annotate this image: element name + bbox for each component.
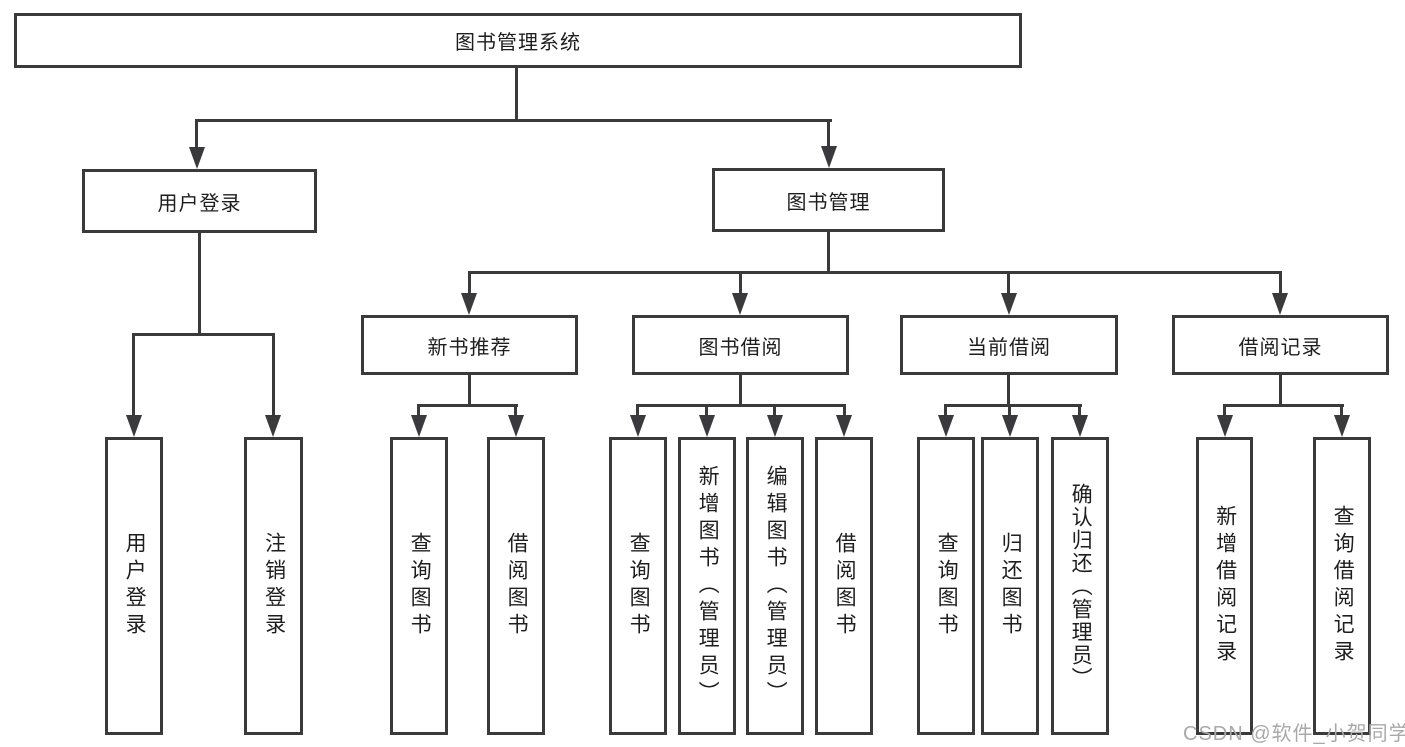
connector-shaft bbox=[843, 404, 846, 417]
leaf-label: 归还图书 bbox=[999, 532, 1023, 640]
leaf-edit-book-admin: 编辑图书（管理员） bbox=[746, 437, 804, 735]
connector-stub bbox=[1279, 374, 1282, 407]
arrow-down-icon bbox=[732, 293, 748, 315]
leaf-query-books: 查询图书 bbox=[609, 437, 667, 735]
node-book-borrowing: 图书借阅 bbox=[632, 315, 849, 375]
connector-shaft bbox=[1279, 271, 1282, 295]
connector-shaft bbox=[1007, 271, 1010, 295]
connector-shaft bbox=[944, 404, 947, 417]
arrow-down-icon bbox=[1002, 415, 1018, 437]
arrow-down-icon bbox=[630, 415, 646, 437]
arrow-down-icon bbox=[821, 146, 837, 168]
leaf-query-books-recommend: 查询图书 bbox=[390, 437, 448, 735]
leaf-label: 新增图书（管理员） bbox=[696, 464, 720, 708]
arrow-down-icon bbox=[1334, 415, 1350, 437]
csdn-watermark: CSDN @软件_小贺同学 bbox=[1183, 723, 1405, 745]
connector-shaft bbox=[705, 404, 708, 417]
arrow-down-icon bbox=[1072, 415, 1088, 437]
arrow-down-icon bbox=[411, 415, 427, 437]
node-label: 借阅记录 bbox=[1238, 336, 1323, 359]
connector-shaft bbox=[195, 119, 198, 149]
connector-stub bbox=[468, 374, 471, 407]
leaf-borrow-books-recommend: 借阅图书 bbox=[487, 437, 545, 735]
arrow-down-icon bbox=[938, 415, 954, 437]
connector-shaft bbox=[827, 119, 830, 148]
connector-stub bbox=[739, 374, 742, 407]
connector-shaft bbox=[468, 271, 471, 295]
arrow-down-icon bbox=[767, 415, 783, 437]
leaf-label: 确认归还（管理员） bbox=[1069, 482, 1093, 690]
connector-rail bbox=[417, 404, 518, 407]
connector-rail bbox=[1223, 404, 1344, 407]
leaf-label: 新增借阅记录 bbox=[1213, 505, 1237, 667]
node-label: 新书推荐 bbox=[427, 336, 512, 359]
node-label: 用户登录 bbox=[157, 192, 242, 215]
leaf-borrow-books: 借阅图书 bbox=[815, 437, 873, 735]
leaf-label: 借阅图书 bbox=[833, 532, 857, 640]
leaf-query-books-current: 查询图书 bbox=[917, 437, 975, 735]
node-borrow-records: 借阅记录 bbox=[1172, 315, 1389, 375]
connector-userlogin-rail bbox=[132, 333, 275, 336]
node-user-login: 用户登录 bbox=[82, 169, 317, 233]
leaf-label: 编辑图书（管理员） bbox=[764, 464, 788, 708]
leaf-add-book-admin: 新增图书（管理员） bbox=[678, 437, 736, 735]
arrow-down-icon bbox=[189, 147, 205, 169]
leaf-logout: 注销登录 bbox=[244, 437, 303, 735]
arrow-down-icon bbox=[1272, 293, 1288, 315]
node-current-borrowing: 当前借阅 bbox=[900, 315, 1118, 375]
leaf-add-borrow-record: 新增借阅记录 bbox=[1196, 437, 1253, 735]
connector-root-stub bbox=[515, 66, 518, 121]
arrow-down-icon bbox=[1217, 415, 1233, 437]
connector-shaft bbox=[773, 404, 776, 417]
connector-stub bbox=[1007, 374, 1010, 407]
node-library-system: 图书管理系统 bbox=[14, 13, 1022, 68]
leaf-label: 查询图书 bbox=[408, 532, 432, 640]
connector-shaft bbox=[1340, 404, 1343, 417]
connector-shaft bbox=[636, 404, 639, 417]
connector-shaft bbox=[514, 404, 517, 417]
connector-shaft bbox=[1008, 404, 1011, 417]
node-new-book-recommend: 新书推荐 bbox=[361, 315, 578, 375]
node-label: 图书借阅 bbox=[698, 336, 783, 359]
arrow-down-icon bbox=[461, 293, 477, 315]
connector-bookmgmt-stub bbox=[827, 232, 830, 274]
connector-shaft bbox=[739, 271, 742, 295]
connector-level3-rail bbox=[468, 271, 1282, 274]
arrow-down-icon bbox=[265, 415, 281, 437]
arrow-down-icon bbox=[1001, 293, 1017, 315]
leaf-label: 注销登录 bbox=[262, 532, 286, 640]
leaf-return-book: 归还图书 bbox=[981, 437, 1039, 735]
node-book-management: 图书管理 bbox=[712, 168, 945, 232]
connector-shaft bbox=[1078, 404, 1081, 417]
arrow-down-icon bbox=[836, 415, 852, 437]
connector-userlogin-stub bbox=[198, 233, 201, 336]
connector-shaft bbox=[272, 333, 275, 417]
arrow-down-icon bbox=[508, 415, 524, 437]
node-label: 图书管理系统 bbox=[455, 32, 581, 54]
connector-shaft bbox=[417, 404, 420, 417]
connector-level2-rail bbox=[196, 119, 832, 122]
connector-shaft bbox=[1223, 404, 1226, 417]
arrow-down-icon bbox=[126, 415, 142, 437]
leaf-label: 查询图书 bbox=[935, 532, 959, 640]
leaf-label: 用户登录 bbox=[123, 532, 147, 640]
leaf-label: 查询借阅记录 bbox=[1331, 505, 1355, 667]
arrow-down-icon bbox=[699, 415, 715, 437]
connector-rail bbox=[944, 404, 1082, 407]
leaf-user-login: 用户登录 bbox=[105, 437, 163, 735]
leaf-confirm-return-admin: 确认归还（管理员） bbox=[1051, 437, 1109, 735]
connector-shaft bbox=[132, 333, 135, 417]
leaf-label: 借阅图书 bbox=[505, 532, 529, 640]
leaf-query-borrow-record: 查询借阅记录 bbox=[1313, 437, 1371, 735]
node-label: 当前借阅 bbox=[967, 336, 1051, 359]
leaf-label: 查询图书 bbox=[627, 532, 651, 640]
node-label: 图书管理 bbox=[786, 191, 871, 214]
connector-rail bbox=[636, 404, 846, 407]
